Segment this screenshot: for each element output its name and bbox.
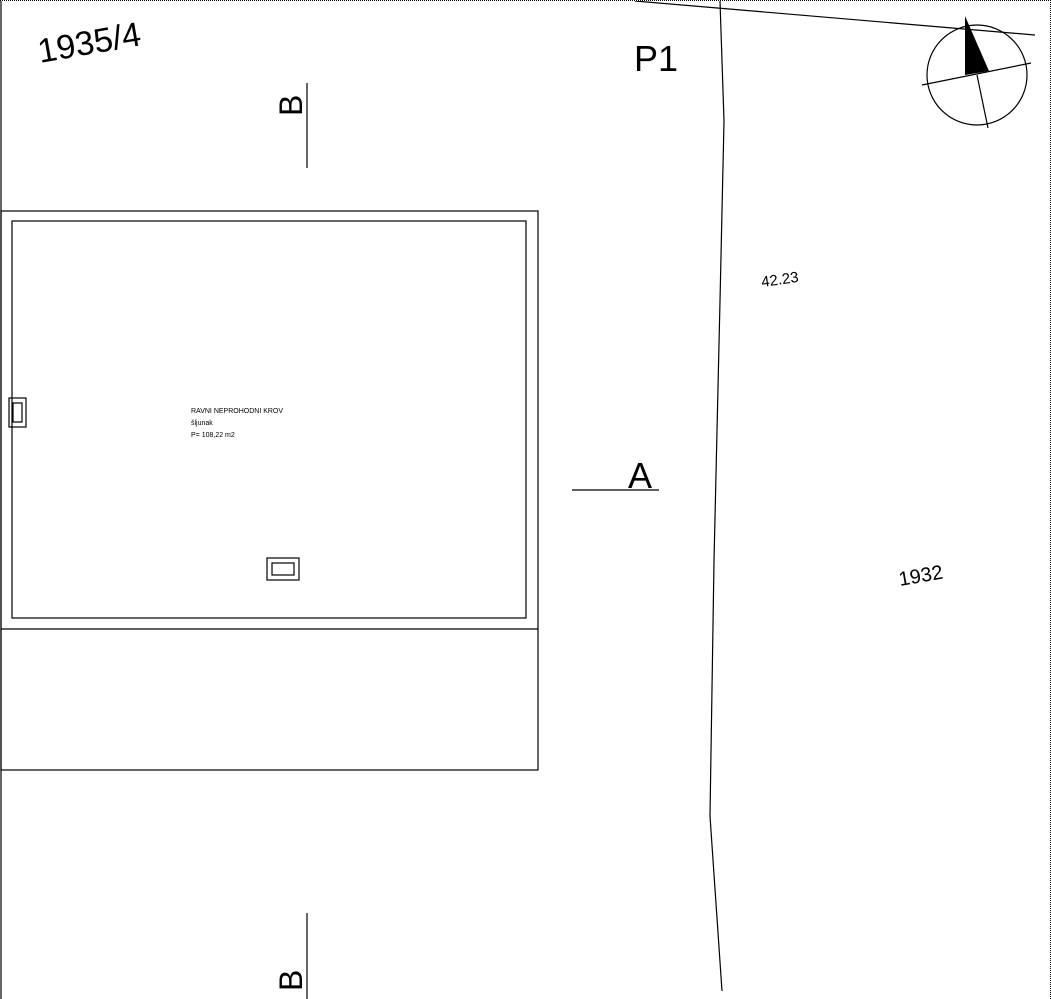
plot-label: P1 <box>634 38 678 79</box>
north-arrow-icon <box>921 16 1032 129</box>
section-b-top-label: B <box>273 95 309 116</box>
roof-outline <box>11 220 527 619</box>
parcel-boundary-top <box>634 1 1036 36</box>
roof-vent <box>8 397 27 428</box>
section-b-bottom-label: B <box>273 970 309 991</box>
roof-area: P= 108,22 m2 <box>191 432 235 439</box>
roof-title: RAVNI NEPROHODNI KROV <box>191 408 283 415</box>
building-outline <box>0 210 539 771</box>
roof-hatch <box>266 557 300 581</box>
parcel-label-1935-4: 1935/4 <box>35 15 144 70</box>
roof-vent-inner <box>12 402 23 423</box>
parcel-label-1932: 1932 <box>897 562 945 591</box>
elevation-label: 42.23 <box>760 269 800 291</box>
roof-material: šljunak <box>191 420 213 427</box>
section-a-label: A <box>628 455 652 496</box>
parcel-boundary-line <box>709 1 725 992</box>
roof-hatch-inner <box>271 562 295 576</box>
